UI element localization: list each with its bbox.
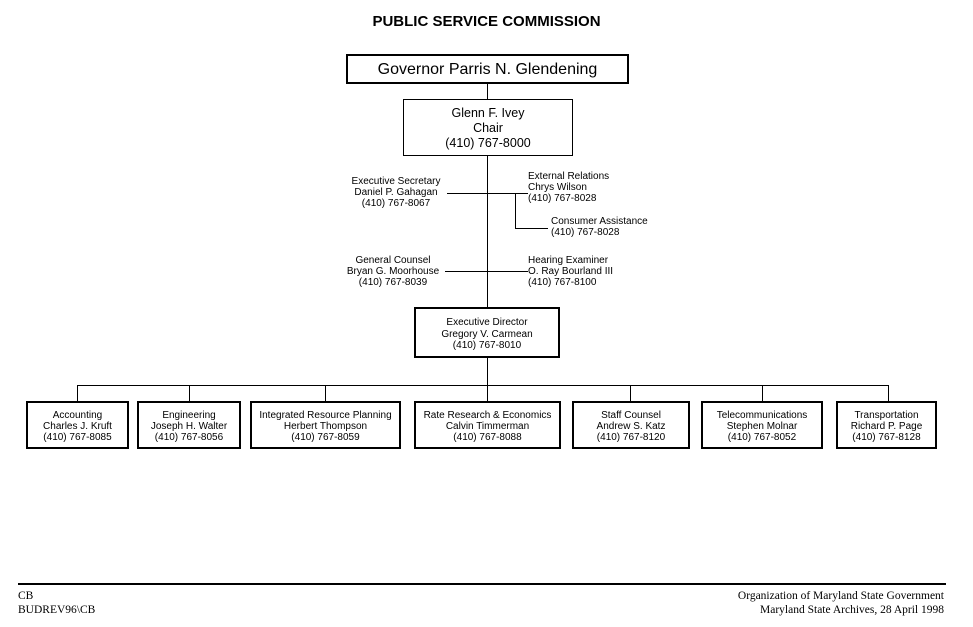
unit-role: Integrated Resource Planning [259,410,392,421]
unit-name: Calvin Timmerman [445,421,530,432]
unit-phone: (410) 767-8056 [154,432,224,443]
executive-secretary-name: Daniel P. Gahagan [354,187,438,198]
general-counsel-phone: (410) 767-8039 [358,277,428,288]
connector-unit-drop [888,385,889,401]
connector-unit-drop [189,385,190,401]
footer-divider [18,583,946,585]
unit-phone: (410) 767-8120 [596,432,666,443]
connector-hearing-examiner [487,271,528,272]
footer-file-ref: BUDREV96\CB [18,604,96,616]
connector-unit-drop [77,385,78,401]
hearing-examiner-phone: (410) 767-8100 [528,277,597,288]
external-relations-name: Chrys Wilson [528,182,587,193]
unit-role: Accounting [52,410,103,421]
general-counsel-name: Bryan G. Moorhouse [346,266,440,277]
connector-main-trunk [487,156,488,307]
connector-units-bus [77,385,889,386]
connector-consumer-vertical [515,193,516,229]
connector-general-counsel [445,271,487,272]
consumer-assistance-role: Consumer Assistance [551,216,648,227]
executive-director-box: Executive Director Gregory V. Carmean (4… [414,307,560,358]
hearing-examiner-name: O. Ray Bourland III [528,266,614,277]
unit-role: Engineering [162,410,216,421]
hearing-examiner-label: Hearing Examiner O. Ray Bourland III (41… [528,255,613,288]
unit-box-integrated-resource-planning: Integrated Resource Planning Herbert Tho… [250,401,401,449]
chair-phone: (410) 767-8000 [445,136,531,150]
external-relations-role: External Relations [528,171,610,182]
unit-box-accounting: Accounting Charles J. Kruft (410) 767-80… [26,401,129,449]
connector-gov-chair [487,84,488,99]
unit-name: Charles J. Kruft [43,421,112,432]
unit-phone: (410) 767-8052 [727,432,797,443]
unit-role: Transportation [854,410,919,421]
executive-secretary-phone: (410) 767-8067 [361,198,431,209]
footer-initials: CB [18,590,34,602]
unit-box-telecommunications: Telecommunications Stephen Molnar (410) … [701,401,823,449]
unit-name: Richard P. Page [850,421,923,432]
unit-name: Stephen Molnar [726,421,798,432]
unit-box-transportation: Transportation Richard P. Page (410) 767… [836,401,937,449]
executive-secretary-label: Executive Secretary Daniel P. Gahagan (4… [341,176,451,209]
consumer-assistance-label: Consumer Assistance (410) 767-8028 [551,216,648,238]
connector-unit-drop [487,385,488,401]
unit-phone: (410) 767-8085 [43,432,112,443]
hearing-examiner-role: Hearing Examiner [528,255,609,266]
chair-name: Glenn F. Ivey [451,106,525,120]
unit-phone: (410) 767-8059 [291,432,360,443]
unit-role: Staff Counsel [601,410,661,421]
unit-box-engineering: Engineering Joseph H. Walter (410) 767-8… [137,401,241,449]
unit-name: Herbert Thompson [283,421,368,432]
footer-left: CB BUDREV96\CB [18,589,95,617]
chart-title: PUBLIC SERVICE COMMISSION [372,13,601,30]
unit-role: Rate Research & Economics [423,410,552,421]
chair-role: Chair [473,121,503,135]
connector-unit-drop [762,385,763,401]
unit-name: Joseph H. Walter [150,421,228,432]
unit-role: Telecommunications [716,410,808,421]
connector-unit-drop [630,385,631,401]
external-relations-label: External Relations Chrys Wilson (410) 76… [528,171,609,204]
connector-unit-drop [325,385,326,401]
unit-phone: (410) 767-8088 [453,432,522,443]
unit-box-staff-counsel: Staff Counsel Andrew S. Katz (410) 767-8… [572,401,690,449]
executive-secretary-role: Executive Secretary [351,176,441,187]
general-counsel-label: General Counsel Bryan G. Moorhouse (410)… [339,255,447,288]
governor-box: Governor Parris N. Glendening [346,54,629,84]
connector-consumer-horizontal [515,228,548,229]
connector-exec-units [487,358,488,386]
footer-right: Organization of Maryland State Governmen… [738,589,944,617]
connector-external-relations [487,193,528,194]
unit-phone: (410) 767-8128 [852,432,921,443]
unit-name: Andrew S. Katz [596,421,666,432]
executive-director-name: Gregory V. Carmean [441,328,533,340]
general-counsel-role: General Counsel [355,255,431,266]
executive-director-phone: (410) 767-8010 [452,340,522,351]
footer-publication: Organization of Maryland State Governmen… [737,590,944,602]
external-relations-phone: (410) 767-8028 [528,193,597,204]
executive-director-role: Executive Director [446,317,528,328]
consumer-assistance-phone: (410) 767-8028 [551,227,620,238]
unit-box-rate-research-economics: Rate Research & Economics Calvin Timmerm… [414,401,561,449]
chair-box: Glenn F. Ivey Chair (410) 767-8000 [403,99,573,156]
connector-exec-secretary [447,193,487,194]
footer-source-date: Maryland State Archives, 28 April 1998 [760,604,944,616]
